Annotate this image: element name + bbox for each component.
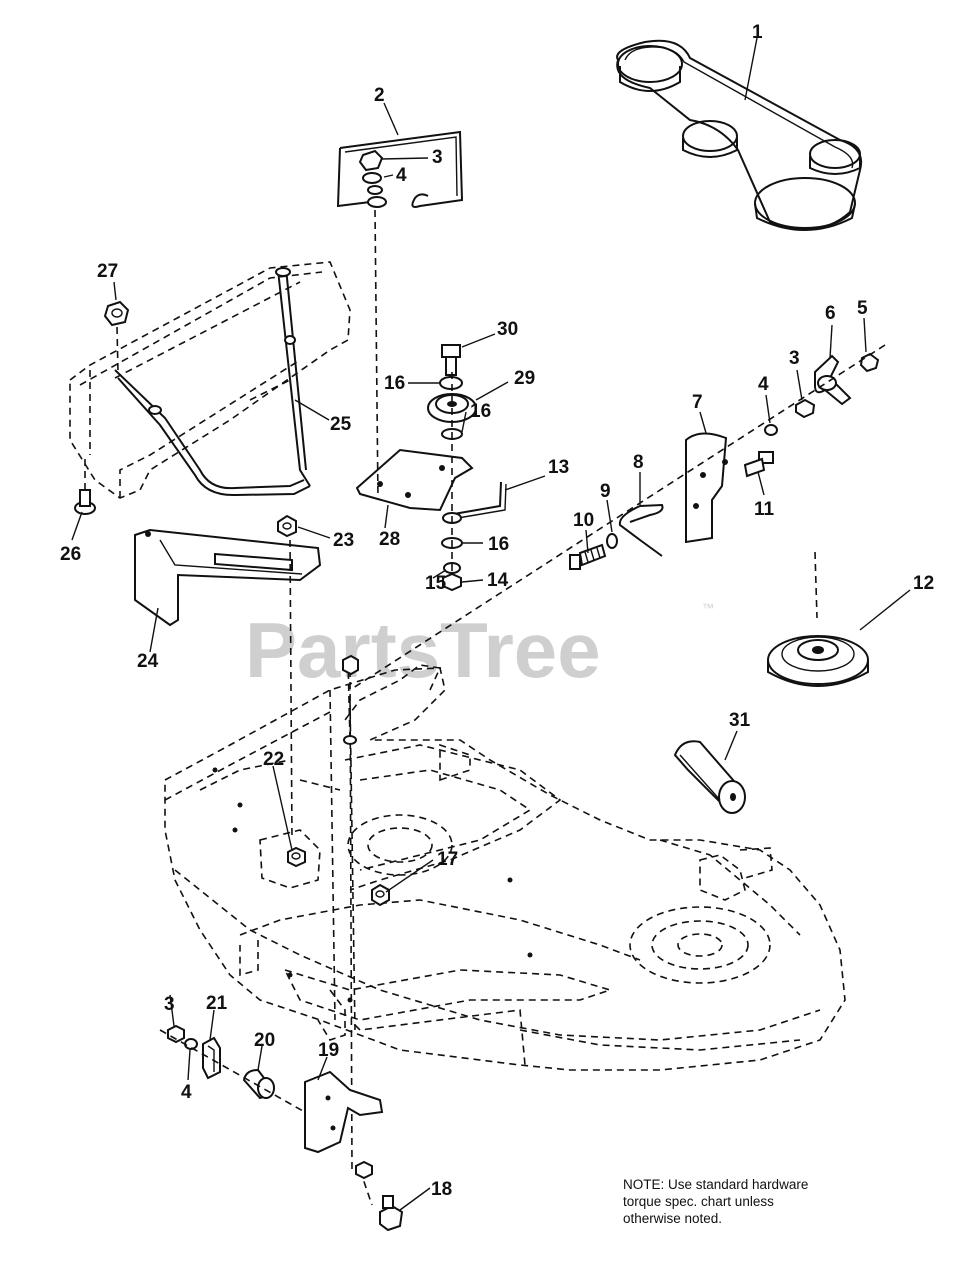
watermark-brand: PartsTree [245,606,601,694]
part-30-bolt[interactable] [441,344,461,376]
callout-14: 14 [487,570,509,591]
part-31-spacer[interactable] [673,740,746,814]
callout-17: 17 [437,849,458,870]
note-line-3: otherwise noted. [623,1211,723,1226]
part-11-bolt[interactable] [743,451,774,478]
callout-19: 19 [318,1040,339,1061]
part-1-belt[interactable] [616,39,862,231]
callout-26: 26 [60,544,81,565]
callout-21: 21 [206,993,228,1014]
part-10-bolt[interactable] [569,543,607,570]
part-3-nut-right[interactable] [795,398,816,419]
callout-25: 25 [330,414,352,435]
part-3-nut-lower[interactable] [167,1024,185,1044]
callout-11: 11 [754,499,775,520]
part-22-nut[interactable] [287,846,306,868]
callout-4: 4 [396,165,407,186]
part-18-bolt[interactable] [359,1169,404,1232]
part-17-nut[interactable] [371,883,390,907]
part-14-nut[interactable] [442,572,462,592]
callout-3c: 3 [164,994,175,1015]
part-21-clip[interactable] [202,1036,221,1080]
callout-10: 10 [573,510,594,531]
callout-15: 15 [425,573,447,594]
part-4-washer-lower[interactable] [184,1038,198,1050]
callout-labels: 1 2 3 4 27 30 16 29 16 25 6 5 3 4 7 13 8… [60,22,934,1200]
leader-lines [71,37,911,1211]
part-lift-bracket-assembly[interactable] [69,261,351,499]
callout-13: 13 [548,457,569,478]
part-19-bracket[interactable] [304,1070,384,1154]
callout-9: 9 [600,481,611,502]
callout-7: 7 [692,392,703,413]
callout-27: 27 [97,261,118,282]
callout-24: 24 [137,651,159,672]
part-27-nut[interactable] [103,300,130,373]
callout-23: 23 [333,530,354,551]
part-12-deck-pulley[interactable] [767,551,869,687]
note-line-1: NOTE: Use standard hardware [623,1177,809,1192]
callout-3b: 3 [789,348,800,369]
torque-note: NOTE: Use standard hardware torque spec.… [623,1176,863,1227]
callout-3: 3 [432,147,443,168]
part-9-washer[interactable] [606,533,618,549]
part-4-washer-right[interactable] [764,424,778,436]
part-6-wing-nut[interactable] [814,354,852,406]
deck-pivot-fitting [342,654,359,745]
callout-1: 1 [752,22,763,43]
part-13-spring-rod[interactable] [447,481,507,520]
callout-5: 5 [857,298,868,319]
callout-2: 2 [374,85,385,106]
part-26-bolt[interactable] [74,455,96,515]
part-8-spring-clip[interactable] [618,503,664,557]
part-16-washer-upper[interactable] [439,376,463,390]
callout-16b: 16 [470,401,491,422]
part-20-bushing[interactable] [242,1068,275,1100]
callout-29: 29 [514,368,535,389]
callout-4c: 4 [181,1082,192,1103]
part-28-idler-arm[interactable] [355,448,474,512]
callout-6: 6 [825,303,836,324]
callout-4b: 4 [758,374,769,395]
part-24-belt-shield[interactable] [134,528,322,627]
part-5-nut[interactable] [859,352,880,373]
callout-16c: 16 [488,534,509,555]
callout-31: 31 [729,710,751,731]
part-23-nut[interactable] [277,514,297,538]
watermark-trademark: ™ [702,601,714,615]
part-2-wire-bracket[interactable] [336,130,464,208]
note-line-2: torque spec. chart unless [623,1194,774,1209]
callout-22: 22 [263,749,284,770]
callout-20: 20 [254,1030,275,1051]
callout-16a: 16 [384,373,405,394]
callout-30: 30 [497,319,518,340]
callout-12: 12 [913,573,934,594]
deck-lower-nut [355,1160,373,1180]
mower-deck-housing [164,664,846,1071]
callout-18: 18 [431,1179,452,1200]
part-7-bracket[interactable] [685,432,728,544]
callout-8: 8 [633,452,644,473]
callout-28: 28 [379,529,400,550]
